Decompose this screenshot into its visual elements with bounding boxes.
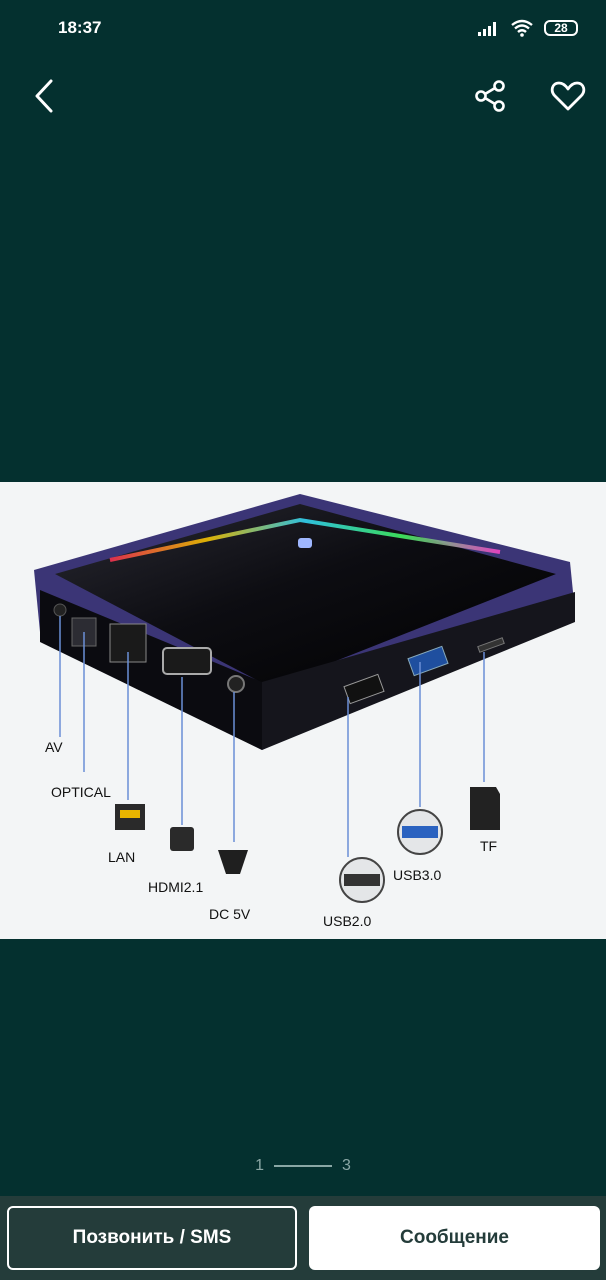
status-icons: 28 bbox=[478, 19, 578, 37]
tv-box-illustration bbox=[34, 494, 575, 903]
heart-icon bbox=[550, 81, 586, 111]
status-time: 18:37 bbox=[58, 18, 102, 37]
back-button[interactable] bbox=[20, 72, 68, 120]
call-sms-button[interactable]: Позвонить / SMS bbox=[7, 1206, 297, 1270]
pager-total: 3 bbox=[342, 1157, 351, 1174]
pager-current: 1 bbox=[255, 1157, 264, 1174]
port-label-optical: OPTICAL bbox=[51, 784, 111, 800]
port-label-usb3: USB3.0 bbox=[393, 867, 442, 883]
share-icon bbox=[475, 80, 505, 112]
image-pager: 1 3 bbox=[0, 1152, 606, 1180]
product-photo[interactable]: AV OPTICAL LAN HDMI2.1 DC 5V USB2.0 USB3… bbox=[0, 482, 606, 939]
port-label-usb2: USB2.0 bbox=[323, 913, 372, 929]
port-label-av: AV bbox=[45, 739, 63, 755]
message-button[interactable]: Сообщение bbox=[309, 1206, 600, 1270]
share-button[interactable] bbox=[467, 72, 515, 120]
port-label-dc: DC 5V bbox=[209, 906, 251, 922]
wifi-icon bbox=[511, 19, 533, 37]
chevron-left-icon bbox=[35, 79, 53, 113]
port-label-lan: LAN bbox=[108, 849, 136, 865]
status-bar: 18:37 28 bbox=[0, 0, 606, 56]
signal-icon bbox=[478, 22, 496, 36]
port-label-hdmi: HDMI2.1 bbox=[148, 879, 204, 895]
battery-indicator: 28 bbox=[544, 20, 578, 36]
favorite-button[interactable] bbox=[544, 72, 592, 120]
port-label-tf: TF bbox=[480, 838, 498, 854]
top-bar bbox=[0, 60, 606, 132]
bottom-action-bar: Позвонить / SMS Сообщение bbox=[0, 1196, 606, 1280]
pager-divider bbox=[274, 1165, 332, 1167]
